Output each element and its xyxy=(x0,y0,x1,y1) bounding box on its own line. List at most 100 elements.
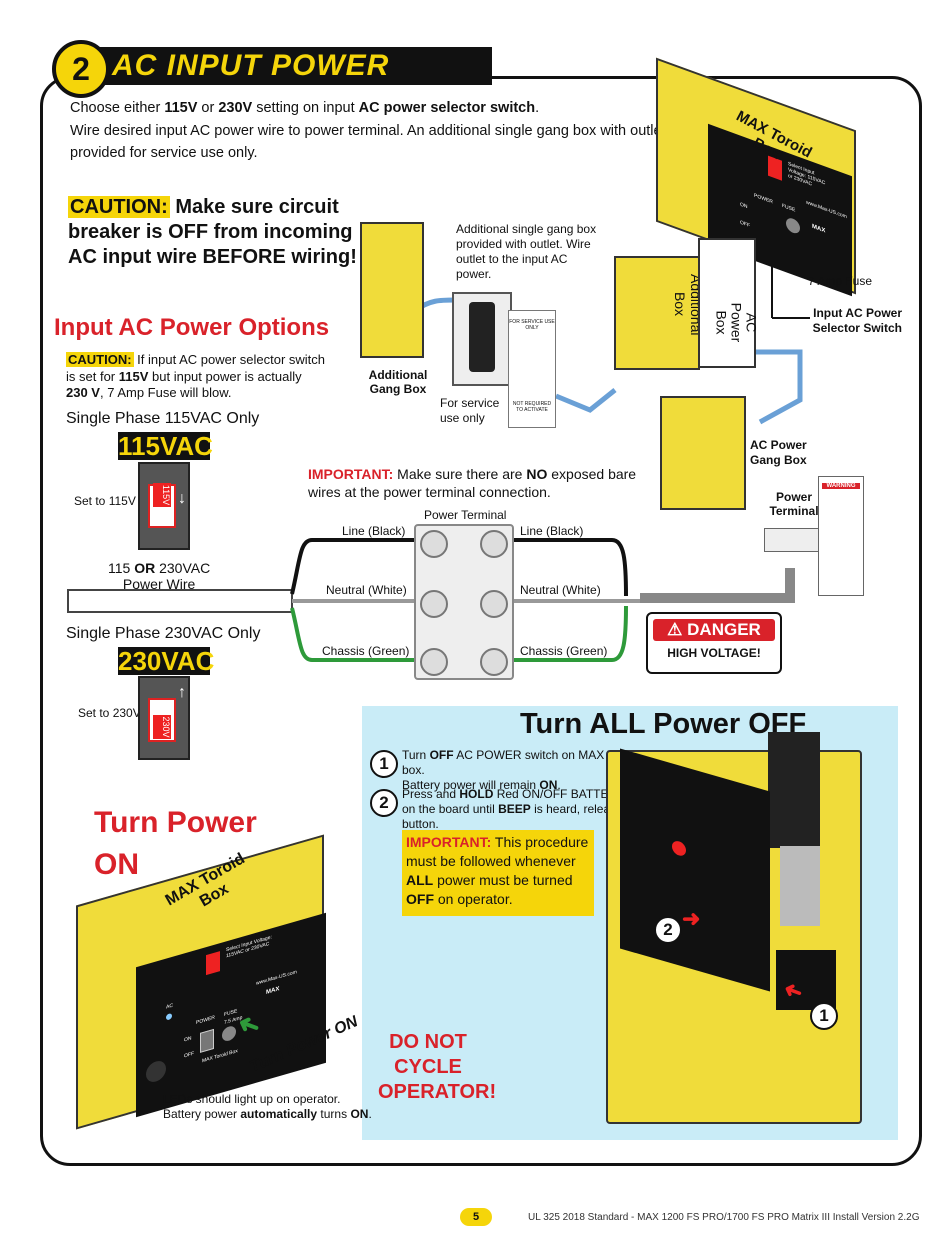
neutral-left-label: Neutral (White) xyxy=(326,583,407,597)
power-off-title: Turn ALL Power OFF xyxy=(520,708,807,740)
power-terminal-title: Power Terminal xyxy=(424,508,507,522)
url-bottom: www.Max-US.com xyxy=(256,969,297,987)
step-2-number: 2 xyxy=(370,789,398,817)
page-title: AC INPUT POWER xyxy=(112,49,390,82)
outlet-cover-plate: FOR SERVICE USE ONLY NOT REQUIRED TO ACT… xyxy=(508,310,556,428)
additional-gang-box xyxy=(360,222,424,358)
single-phase-230-label: Single Phase 230VAC Only xyxy=(66,625,261,642)
arrow-up-icon: ↑ xyxy=(178,684,186,701)
ac-power-box xyxy=(698,238,756,368)
output-cable xyxy=(640,568,795,603)
arrow-down-icon: ↓ xyxy=(178,490,186,507)
on-label-bottom: ON xyxy=(184,1035,192,1044)
outlet-sticker-top: FOR SERVICE USE ONLY xyxy=(509,319,555,331)
callout-2: 2 xyxy=(654,916,682,944)
step-1-text: Turn OFF AC POWER switch on MAX Toroid b… xyxy=(402,748,641,792)
set-230-label: Set to 230V xyxy=(78,706,141,720)
intro-paragraph-2: Wire desired input AC power wire to powe… xyxy=(70,122,681,162)
set-115-label: Set to 115V xyxy=(74,494,136,508)
ac-power-gang-box xyxy=(660,396,746,510)
warning-sticker-title: WARNING xyxy=(822,483,860,489)
arrow-to-ac-gang xyxy=(740,349,803,425)
gang-description: Additional single gang box provided with… xyxy=(456,222,597,281)
motor-icon xyxy=(768,732,820,848)
mini-terminal-icon xyxy=(764,528,820,552)
battery-button-icon xyxy=(672,839,686,858)
danger-subtitle: HIGH VOLTAGE! xyxy=(667,646,761,660)
on-label-top: ON xyxy=(740,201,748,211)
brand-top: MAX xyxy=(812,223,826,235)
brand-bottom: MAX xyxy=(266,986,280,996)
step-1-number: 1 xyxy=(370,750,398,778)
danger-title: ⚠ DANGER xyxy=(653,619,775,641)
power-switch[interactable] xyxy=(200,1028,214,1053)
page-number: 5 xyxy=(460,1208,492,1226)
line-wire-left xyxy=(290,538,416,595)
single-phase-115-label: Single Phase 115VAC Only xyxy=(66,410,260,427)
gearbox-icon xyxy=(780,846,820,926)
additional-box xyxy=(614,256,700,370)
chassis-left-label: Chassis (Green) xyxy=(322,644,410,658)
screw-icon xyxy=(480,648,508,676)
power-off-important: IMPORTANT: This procedure must be follow… xyxy=(402,830,594,916)
screw-icon xyxy=(480,530,508,558)
line-right-label: Line (Black) xyxy=(520,524,584,538)
power-terminal-block xyxy=(414,524,514,680)
outlet-face xyxy=(469,302,495,372)
switch-face: 115V xyxy=(148,483,176,528)
terminal-important: IMPORTANT: Make sure there are NO expose… xyxy=(308,466,637,500)
outlet-icon xyxy=(452,292,512,386)
badge-115vac: 115VAC xyxy=(118,431,213,461)
selector-switch-115[interactable]: 115V ↓ xyxy=(138,462,190,550)
line-left-label: Line (Black) xyxy=(342,524,406,538)
control-board xyxy=(620,748,770,992)
chassis-right-label: Chassis (Green) xyxy=(520,644,608,658)
danger-sign: ⚠ DANGER HIGH VOLTAGE! xyxy=(646,612,782,674)
arrow-from-additional xyxy=(555,388,617,413)
title-bar xyxy=(98,47,492,85)
leds-note: LEDs should light up on operator. Batter… xyxy=(163,1092,372,1121)
service-use-label: For service use only xyxy=(440,396,500,425)
toroid-box-side xyxy=(776,950,836,1010)
ac-led-label: AC xyxy=(166,1002,173,1011)
power-label-bottom: POWER xyxy=(196,1014,215,1027)
fuse-label-top: FUSE xyxy=(782,202,796,214)
cable-port-icon xyxy=(146,1058,166,1085)
warning-sticker: WARNING xyxy=(818,476,864,596)
selector-switch-bottom-icon xyxy=(206,951,220,976)
screw-icon xyxy=(480,590,508,618)
additional-gang-label: Additional Gang Box xyxy=(368,368,428,396)
fuse-label: 7 Amp Fuse xyxy=(808,274,873,288)
callout-1: 1 xyxy=(810,1002,838,1030)
led-icon xyxy=(166,1012,172,1021)
selector-switch-230[interactable]: 230V ↑ xyxy=(138,676,190,760)
footer-text: UL 325 2018 Standard - MAX 1200 FS PRO/1… xyxy=(528,1212,920,1223)
options-title: Input AC Power Options xyxy=(54,314,330,341)
off-label-bottom: OFF xyxy=(184,1050,194,1060)
screw-icon xyxy=(420,530,448,558)
neutral-right-label: Neutral (White) xyxy=(520,583,601,597)
chassis-wire-right xyxy=(510,605,628,662)
selector-switch-label: Input AC Power Selector Switch xyxy=(812,306,902,335)
off-label-top: OFF xyxy=(740,219,750,230)
screw-icon xyxy=(420,590,448,618)
options-caution: CAUTION: If input AC power selector swit… xyxy=(66,352,326,400)
power-terminal-top-label: Power Terminal xyxy=(769,490,819,518)
outlet-sticker-bottom: NOT REQUIRED TO ACTIVATE xyxy=(512,401,552,413)
url-top: www.Max-US.com xyxy=(806,199,847,221)
section-number: 2 xyxy=(52,40,110,98)
screw-icon xyxy=(420,648,448,676)
power-cable xyxy=(67,589,293,613)
line-wire-right xyxy=(510,538,628,597)
fuse-holder-icon xyxy=(786,216,800,236)
switch-face-230: 230V xyxy=(148,698,176,742)
chassis-wire-left xyxy=(290,607,416,662)
badge-230vac: 230VAC xyxy=(118,646,215,676)
main-caution: CAUTION: Make sure circuit breaker is OF… xyxy=(68,196,357,268)
arrow-right-icon: ➜ xyxy=(682,906,701,931)
ac-gang-label: AC Power Gang Box xyxy=(750,438,807,467)
ac-power-box-label: AC Power Box xyxy=(713,302,760,343)
